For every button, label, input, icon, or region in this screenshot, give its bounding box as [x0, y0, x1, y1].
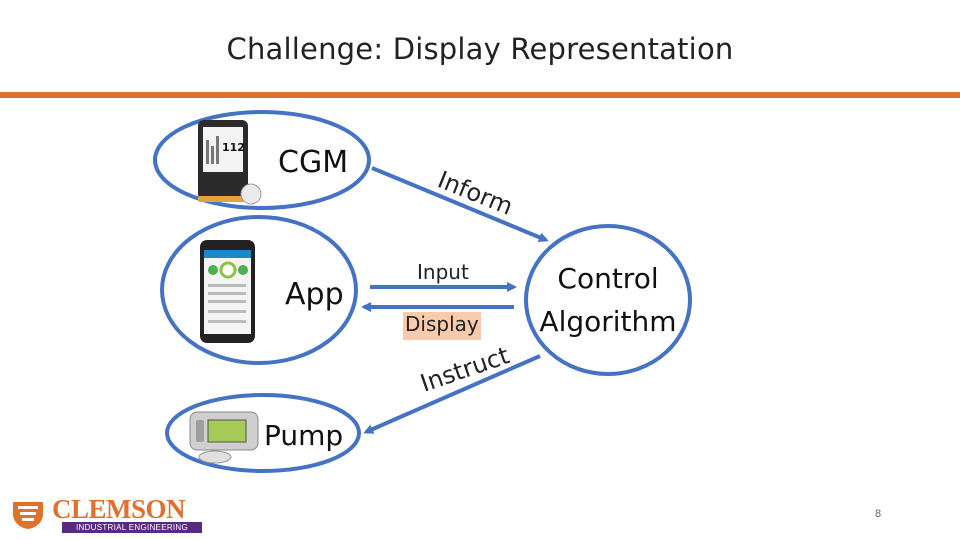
input-label: Input: [417, 260, 469, 284]
tiger-paw-icon: [13, 502, 43, 529]
app-node[interactable]: App: [160, 215, 358, 365]
cgm-reader-icon: 112: [198, 120, 262, 205]
inform-arrow: [371, 166, 549, 242]
logo-subtitle: INDUSTRIAL ENGINEERING: [62, 522, 202, 533]
control-algorithm-label-line2: Algorithm: [539, 305, 676, 338]
control-algorithm-ellipse: [524, 224, 692, 376]
instruct-arrow: [363, 354, 541, 434]
inform-edge: Inform: [371, 166, 549, 242]
display-edge: Display: [361, 302, 514, 340]
pump-label: Pump: [264, 419, 343, 452]
slide-title: Challenge: Display Representation: [226, 32, 734, 66]
control-algorithm-label-line1: Control: [557, 262, 658, 295]
control-algorithm-node[interactable]: Control Algorithm: [524, 224, 692, 376]
cgm-label: CGM: [278, 145, 348, 180]
clemson-logo: CLEMSON INDUSTRIAL ENGINEERING: [10, 494, 202, 534]
title-divider: [0, 92, 960, 98]
page-number: 8: [875, 508, 882, 520]
cgm-node[interactable]: 112 CGM: [153, 110, 371, 210]
insulin-pump-icon: [189, 411, 259, 464]
instruct-edge: Instruct: [363, 341, 541, 434]
display-highlight: [403, 312, 481, 340]
app-label: App: [285, 277, 344, 312]
display-label: Display: [405, 312, 479, 336]
pump-node[interactable]: Pump: [165, 393, 361, 473]
input-edge: Input: [370, 260, 517, 292]
cgm-reading: 112: [222, 141, 245, 154]
logo-wordmark: CLEMSON: [52, 494, 186, 524]
smartphone-icon: [200, 240, 255, 343]
